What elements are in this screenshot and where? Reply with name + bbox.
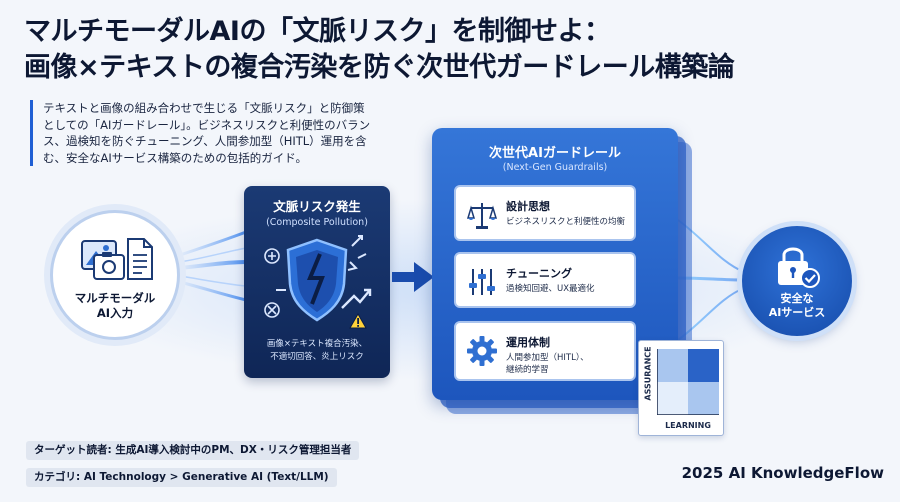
title-line-2: 画像×テキストの複合汚染を防ぐ次世代ガードレール構築論 <box>24 52 735 83</box>
lock-check-icon <box>778 247 820 288</box>
card-title: 設計思想 <box>506 200 550 213</box>
intro-line: む、安全なAIサービス構築のための包括的ガイド。 <box>43 150 308 165</box>
context-risk-desc-line: 不適切回答、炎上リスク <box>270 352 364 362</box>
intro-line: テキストと画像の組み合わせで生じる「文脈リスク」と防御策 <box>43 101 365 115</box>
card-tuning: チューニング 過検知回避、UX最適化 <box>454 252 636 308</box>
intro-line: ス、過検知を防ぐチューニング、人間参加型（HITL）運用を含 <box>43 134 367 148</box>
sliders-icon <box>469 269 495 295</box>
output-label-line: 安全な <box>780 292 814 305</box>
matrix-quadrants <box>657 349 719 415</box>
card-description: 過検知回避、UX最適化 <box>506 284 595 294</box>
matrix-y-label: ASSURANCE <box>643 346 653 401</box>
guardrail-title: 次世代AIガードレール <box>489 146 621 161</box>
context-risk-description: 画像×テキスト複合汚染、 不適切回答、炎上リスク <box>244 338 390 364</box>
input-label-line: マルチモーダル <box>74 291 156 305</box>
context-risk-box: 文脈リスク発生 (Composite Pollution) 画像×テキスト複合汚… <box>244 186 390 378</box>
category-tag: カテゴリ: AI Technology > Generative AI (Tex… <box>26 468 337 487</box>
guardrail-subtitle: (Next-Gen Guardrails) <box>502 162 608 173</box>
intro-line: としての「AIガードレール」。ビジネスリスクと利便性のバラン <box>43 117 371 132</box>
gear-icon <box>467 336 497 366</box>
guardrail-panel: 次世代AIガードレール (Next-Gen Guardrails) 設計思想 ビ… <box>432 128 678 400</box>
matrix-x-label: LEARNING <box>665 421 711 430</box>
card-operation: 運用体制 人間参加型（HITL）、 継続的学習 <box>454 321 636 381</box>
multimodal-input-node: マルチモーダル AI入力 <box>50 210 180 340</box>
target-readers-tag: ターゲット読者: 生成AI導入検討中のPM、DX・リスク管理担当者 <box>26 441 360 460</box>
brand-label: 2025 AI KnowledgeFlow <box>681 464 884 482</box>
input-label-line: AI入力 <box>96 306 134 320</box>
card-description: ビジネスリスクと利便性の均衡 <box>506 217 626 227</box>
assurance-learning-matrix: ASSURANCE LEARNING <box>638 340 724 436</box>
card-design-philosophy: 設計思想 ビジネスリスクと利便性の均衡 <box>454 185 636 241</box>
card-desc-line: 人間参加型（HITL）、 <box>506 353 589 363</box>
intro-text: テキストと画像の組み合わせで生じる「文脈リスク」と防御策 としての「AIガードレ… <box>30 100 380 166</box>
card-description: 人間参加型（HITL）、 継続的学習 <box>506 351 589 375</box>
image-document-icon <box>81 238 153 280</box>
page-title: マルチモーダルAIの「文脈リスク」を制御せよ： 画像×テキストの複合汚染を防ぐ次… <box>24 14 884 86</box>
scale-icon <box>466 203 498 229</box>
arrow-right-icon <box>392 262 434 292</box>
card-desc-line: 継続的学習 <box>506 365 549 375</box>
output-label-line: AIサービス <box>768 306 826 319</box>
broken-shield-icon <box>264 235 372 329</box>
context-risk-subtitle: (Composite Pollution) <box>266 217 368 228</box>
output-label: 安全な AIサービス <box>742 292 852 320</box>
input-label: マルチモーダル AI入力 <box>53 291 177 321</box>
card-title: チューニング <box>506 267 572 280</box>
context-risk-title: 文脈リスク発生 <box>273 199 361 214</box>
title-line-1: マルチモーダルAIの「文脈リスク」を制御せよ： <box>24 16 611 47</box>
secure-ai-service-node: 安全な AIサービス <box>742 226 852 336</box>
context-risk-desc-line: 画像×テキスト複合汚染、 <box>266 339 368 349</box>
card-title: 運用体制 <box>506 336 550 349</box>
